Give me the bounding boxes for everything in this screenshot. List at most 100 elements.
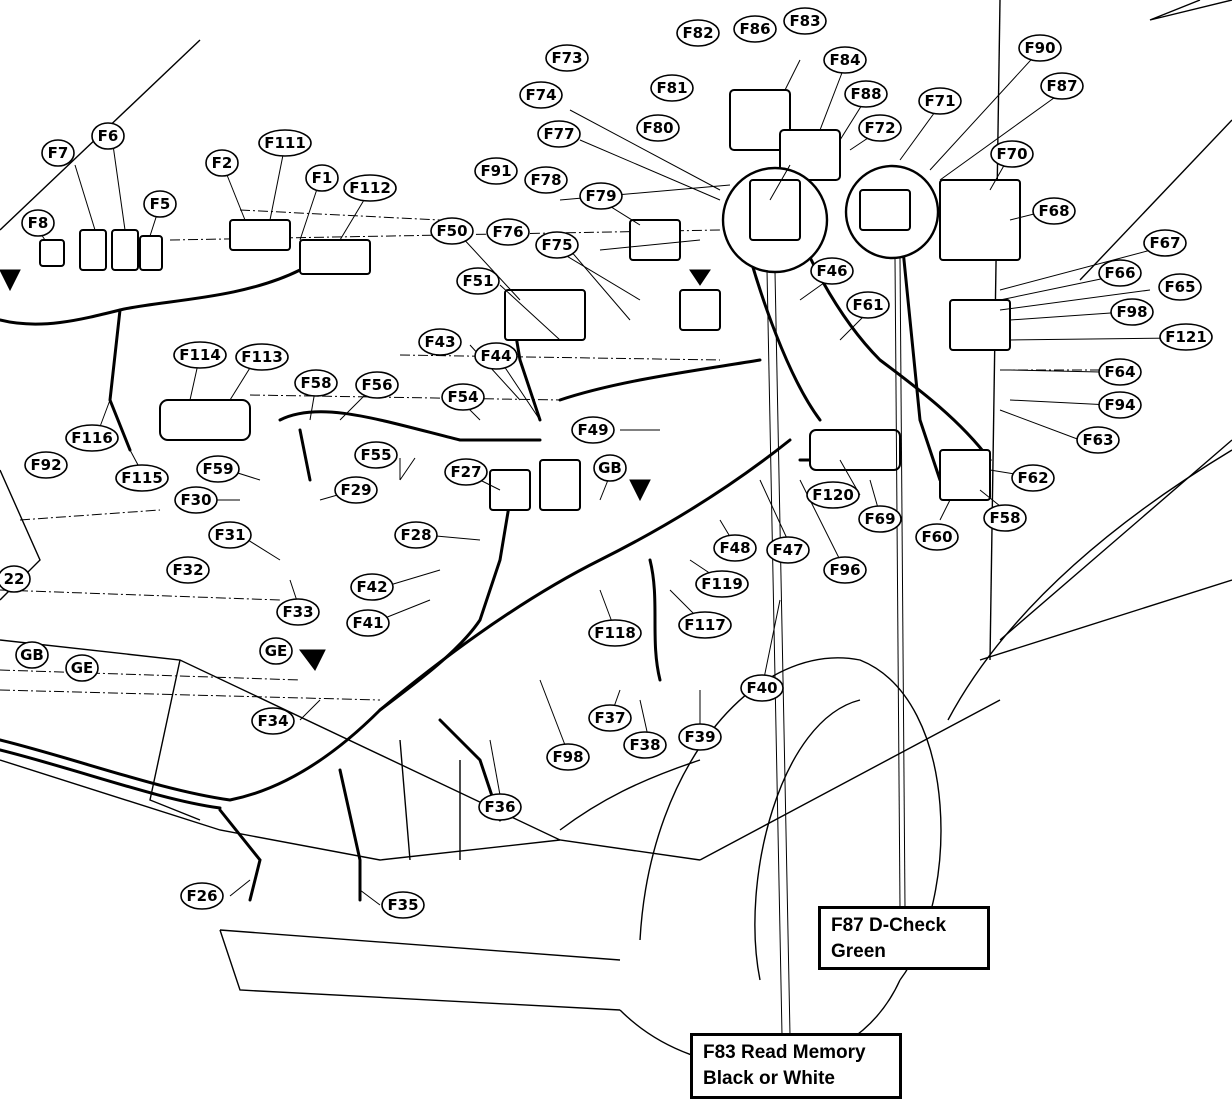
connector-label-text: F29 <box>340 481 371 499</box>
connector-label-text: F86 <box>739 20 770 38</box>
connector-label-oval <box>41 139 75 167</box>
connector-label-f8: F8 <box>21 209 55 237</box>
connector-label-f75: F75 <box>535 231 579 259</box>
connector-label-oval <box>695 570 749 598</box>
connector-label-oval <box>276 598 320 626</box>
connector-label-text: F66 <box>1104 264 1135 282</box>
connector-label-oval <box>381 891 425 919</box>
connector-label-oval <box>546 743 590 771</box>
connector-label-oval <box>205 149 239 177</box>
connector-label-f51: F51 <box>456 267 500 295</box>
connector-components <box>0 89 1021 671</box>
connector-label-text: F51 <box>462 272 493 290</box>
connector-label-oval <box>519 81 563 109</box>
connector-label-f76: F76 <box>486 218 530 246</box>
connector-label-f29: F29 <box>334 476 378 504</box>
reference-lines <box>0 209 1100 701</box>
connector-label-text: F31 <box>214 526 245 544</box>
connector-label-oval <box>823 556 867 584</box>
connector-label-oval <box>208 521 252 549</box>
connector-label-text: F56 <box>361 376 392 394</box>
connector-label-f92: F92 <box>24 451 68 479</box>
connector-label-ge: GE <box>259 637 293 665</box>
connector-label-f116: F116 <box>65 424 119 452</box>
connector-label-oval <box>623 731 667 759</box>
connector-label-f22: 22 <box>0 565 31 593</box>
connector-label-text: F98 <box>1116 303 1147 321</box>
connector-label-text: F72 <box>864 119 895 137</box>
connector-label-f61: F61 <box>846 291 890 319</box>
connector-label-f34: F34 <box>251 707 295 735</box>
connector-label-text: F39 <box>684 728 715 746</box>
connector-label-f5: F5 <box>143 190 177 218</box>
connector-label-f96: F96 <box>823 556 867 584</box>
connector-label-text: F8 <box>28 214 49 232</box>
connector-label-oval <box>733 15 777 43</box>
connector-label-oval <box>15 641 49 669</box>
connector-label-oval <box>21 209 55 237</box>
connector-label-oval <box>844 80 888 108</box>
connector-label-oval <box>418 328 462 356</box>
connector-label-f40: F40 <box>740 674 784 702</box>
connector-label-text: F71 <box>924 92 955 110</box>
connector-label-text: F33 <box>282 603 313 621</box>
connector-label-text: F2 <box>212 154 233 172</box>
connector-label-f47: F47 <box>766 536 810 564</box>
d-check-callout-line1: F87 D-Check <box>831 915 947 936</box>
connector-label-text: GE <box>71 659 94 677</box>
connector-label-f98b: F98 <box>1110 298 1154 326</box>
connector-label-oval <box>535 231 579 259</box>
connector-label-f62: F62 <box>1011 464 1055 492</box>
connector-label-f38: F38 <box>623 731 667 759</box>
connector-label-oval <box>1040 72 1084 100</box>
connector-label-text: F120 <box>812 486 854 504</box>
connector-label-f82: F82 <box>676 19 720 47</box>
connector-label-text: F121 <box>1165 328 1207 346</box>
connector-label-f50: F50 <box>430 217 474 245</box>
connector-label-text: F68 <box>1038 202 1069 220</box>
connector-label-text: F60 <box>921 528 952 546</box>
connector-label-f67: F67 <box>1143 229 1187 257</box>
d-check-callout: F87 D-Check Green <box>818 906 990 970</box>
connector-label-oval <box>571 416 615 444</box>
connector-label-text: F111 <box>264 134 306 152</box>
connector-label-text: F91 <box>480 162 511 180</box>
connector-label-f58b: F58 <box>983 504 1027 532</box>
connector-label-oval <box>350 573 394 601</box>
connector-label-f90: F90 <box>1018 34 1062 62</box>
connector-label-f72: F72 <box>858 114 902 142</box>
connector-label-f86: F86 <box>733 15 777 43</box>
connector-label-oval <box>259 637 293 665</box>
read-memory-callout: F83 Read Memory Black or White <box>690 1033 902 1099</box>
connector-label-f80: F80 <box>636 114 680 142</box>
connector-label-text: F118 <box>594 624 636 642</box>
connector-label-f84: F84 <box>823 46 867 74</box>
connector-label-oval <box>441 383 485 411</box>
connector-label-text: F40 <box>746 679 777 697</box>
connector-label-text: F6 <box>98 127 119 145</box>
connector-label-oval <box>91 122 125 150</box>
connector-label-oval <box>235 343 289 371</box>
connector-label-oval <box>430 217 474 245</box>
connector-label-oval <box>588 619 642 647</box>
connector-label-oval <box>1011 464 1055 492</box>
connector-label-oval <box>456 267 500 295</box>
connector-label-oval <box>474 342 518 370</box>
connector-label-f28: F28 <box>394 521 438 549</box>
connector-label-oval <box>579 182 623 210</box>
connector-label-f44: F44 <box>474 342 518 370</box>
connector-label-f66: F66 <box>1098 259 1142 287</box>
connector-label-text: F58 <box>989 509 1020 527</box>
connector-label-text: F94 <box>1104 396 1135 414</box>
connector-label-oval <box>678 611 732 639</box>
connector-label-gb2: GB <box>15 641 49 669</box>
connector-label-oval <box>444 458 488 486</box>
connector-label-oval <box>334 476 378 504</box>
connector-label-text: F38 <box>629 736 660 754</box>
connector-label-f113: F113 <box>235 343 289 371</box>
connector-label-oval <box>1032 197 1076 225</box>
connector-label-text: F69 <box>864 510 895 528</box>
connector-label-f111: F111 <box>258 129 312 157</box>
connector-label-text: F37 <box>594 709 625 727</box>
connector-label-oval <box>174 486 218 514</box>
